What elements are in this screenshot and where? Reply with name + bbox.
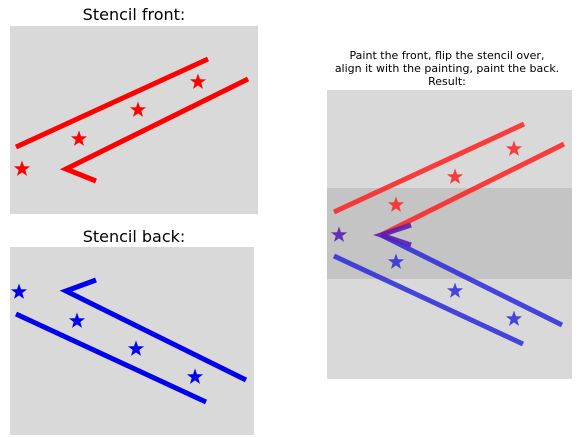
- back-stars: [10, 283, 204, 384]
- front-star-4: [13, 160, 31, 176]
- result-drawing: [327, 90, 572, 379]
- back-chevron-stripe: [59, 277, 248, 383]
- result-front-star-2: [446, 168, 464, 184]
- back-background: [10, 247, 254, 435]
- result-merged-star: [330, 226, 348, 242]
- front-background: [10, 26, 258, 214]
- result-merged-point-stripe: [373, 222, 412, 248]
- result-panel: [327, 90, 572, 379]
- result-back-paint: [332, 232, 564, 347]
- back-star-1: [10, 283, 28, 299]
- result-front-chevron-stripe: [379, 141, 566, 238]
- result-description-line-2: align it with the painting, paint the ba…: [334, 62, 560, 75]
- stencil-back-title: Stencil back:: [82, 227, 186, 246]
- result-description-line-3: Result:: [428, 75, 466, 88]
- stencil-front-drawing: [10, 26, 258, 214]
- result-front-star-1: [505, 140, 523, 156]
- front-upper-stripe: [14, 56, 210, 150]
- front-stars: [13, 73, 207, 176]
- result-back-star-3: [505, 310, 523, 326]
- result-back-chevron-stripe: [379, 232, 564, 328]
- back-stripes: [14, 277, 248, 405]
- stencil-front-panel: [10, 26, 258, 214]
- back-star-3: [127, 340, 145, 356]
- result-front-star-3: [387, 196, 405, 212]
- back-star-2: [68, 312, 86, 328]
- front-star-1: [189, 73, 207, 89]
- result-description: Paint the front, flip the stencil over, …: [318, 49, 576, 88]
- result-description-line-1: Paint the front, flip the stencil over,: [349, 49, 545, 62]
- result-merged-paint: [330, 222, 412, 248]
- front-stripes: [14, 56, 250, 184]
- result-back-star-2: [446, 282, 464, 298]
- front-star-2: [129, 101, 147, 117]
- result-front-upper-stripe: [332, 121, 526, 215]
- result-front-paint: [332, 121, 566, 238]
- stencil-front-title: Stencil front:: [82, 5, 186, 24]
- stencil-back-panel: [10, 247, 254, 435]
- front-star-3: [70, 130, 88, 146]
- back-lower-stripe: [14, 311, 208, 405]
- stencil-back-drawing: [10, 247, 254, 435]
- result-back-lower-stripe: [332, 253, 525, 347]
- back-star-4: [186, 368, 204, 384]
- front-chevron-stripe: [59, 76, 250, 184]
- result-back-star-1: [387, 253, 405, 269]
